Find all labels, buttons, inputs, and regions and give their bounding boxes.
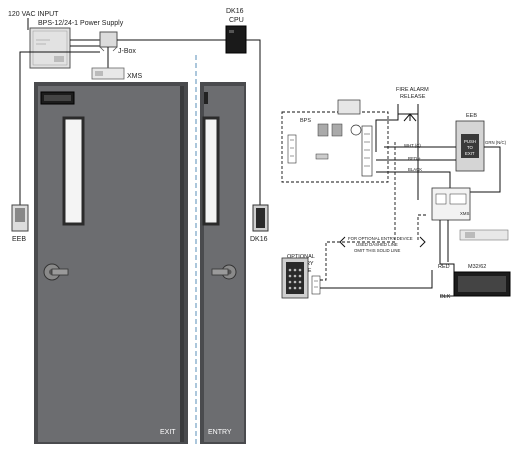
optional-keypad-icon bbox=[281, 257, 309, 299]
xms-module-diagram-icon bbox=[459, 229, 509, 241]
power-supply-label: BPS-12/24-1 Power Supply bbox=[38, 20, 124, 27]
mag-lock-diagram-icon bbox=[453, 271, 511, 297]
fire-alarm-label-2: RELEASE bbox=[400, 94, 426, 100]
optional-arrow-right bbox=[419, 236, 426, 248]
xms-module-icon bbox=[91, 67, 125, 80]
optional-device-solid-wire bbox=[320, 270, 433, 289]
cpu-to-dk16-wire bbox=[246, 39, 261, 205]
button-text-1: PUSH bbox=[464, 139, 476, 144]
fire-alarm-label-1: FIRE ALARM bbox=[396, 87, 429, 93]
entry-label: ENTRY bbox=[208, 429, 232, 436]
red-label: RED bbox=[438, 264, 450, 270]
power-supply-icon bbox=[29, 27, 71, 69]
exit-button-diagram-icon bbox=[455, 120, 485, 172]
wht-c-label: WHT (C) bbox=[404, 143, 421, 148]
optional-arrow-left bbox=[339, 236, 346, 248]
cpu-model-label: DK16 bbox=[226, 8, 244, 15]
keypad-icon bbox=[252, 204, 269, 232]
fire-alarm-to-bps-wire bbox=[375, 114, 399, 152]
black-label: BLACK bbox=[408, 167, 422, 172]
exit-button-icon bbox=[11, 204, 29, 232]
maglock-label: M32/62 bbox=[468, 264, 486, 270]
optional-note-2: USED DASHED LINE bbox=[356, 242, 398, 247]
optional-note-3: OMIT THIS SOLID LINE bbox=[354, 248, 401, 253]
optional-device-label-1: OPTIONAL bbox=[287, 254, 315, 260]
eeb-wall-label: EEB bbox=[12, 236, 26, 243]
ac-input-label: 120 VAC INPUT bbox=[8, 11, 59, 18]
cpu-label: CPU bbox=[229, 17, 244, 24]
optional-note-1: FOR OPTIONAL ENTRY DEVICE bbox=[348, 236, 413, 241]
optional-dashed-wire-2 bbox=[417, 214, 426, 242]
red-maglock-wire bbox=[439, 220, 455, 272]
door-lever-right-icon bbox=[211, 264, 237, 280]
xms-diagram-label: XMS bbox=[460, 211, 469, 216]
fire-alarm-relay-icon bbox=[337, 99, 361, 115]
dk16-wall-label: DK16 bbox=[250, 236, 268, 243]
grn-nc-label: GRN (N/C) bbox=[485, 140, 507, 145]
cpu-icon bbox=[225, 25, 247, 54]
xms-diagram-icon bbox=[431, 187, 471, 221]
button-text-3: EXIT bbox=[465, 151, 475, 156]
mag-lock-icon bbox=[40, 91, 75, 105]
eeb-diagram-label: EEB bbox=[466, 113, 477, 119]
jbox-label: J-Box bbox=[118, 48, 136, 55]
red-plus-label: RED + bbox=[408, 156, 421, 161]
door-lever-icon bbox=[43, 263, 69, 281]
bps-board-icon bbox=[287, 123, 373, 177]
bps-label: BPS bbox=[300, 118, 311, 124]
blk-label: BLK bbox=[440, 294, 451, 300]
xms-label: XMS bbox=[127, 73, 143, 80]
fire-alarm-arrow bbox=[403, 113, 417, 122]
button-text-2: TO bbox=[467, 145, 474, 150]
exit-label: EXIT bbox=[160, 429, 176, 436]
fire-alarm-contacts bbox=[397, 104, 419, 115]
optional-dashed-wire bbox=[326, 142, 396, 243]
optional-device-terminal-icon bbox=[311, 275, 321, 295]
jbox-to-eeb-wire bbox=[19, 51, 100, 205]
door-left-icon bbox=[34, 82, 188, 444]
grn-nc-wire bbox=[466, 146, 501, 193]
optional-device-dashed-link bbox=[320, 242, 327, 281]
door-right-icon bbox=[200, 82, 246, 444]
